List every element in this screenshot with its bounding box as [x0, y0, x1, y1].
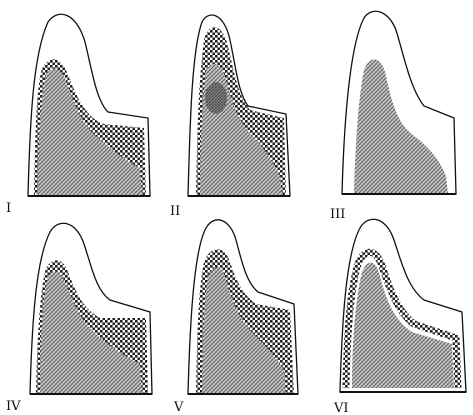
panel-VI-label: VI	[333, 401, 349, 415]
panel-V-label: V	[173, 400, 184, 415]
panel-III-label: III	[330, 207, 345, 222]
panel-I: I	[6, 14, 150, 216]
panel-II-dark-patch	[205, 82, 227, 114]
panel-II-label: II	[170, 204, 180, 219]
panel-IV: IV	[6, 223, 152, 414]
panel-II: II	[170, 15, 290, 219]
panel-I-label: I	[6, 201, 11, 216]
panel-V: V	[173, 220, 298, 415]
panel-IV-label: IV	[6, 399, 21, 414]
panel-III: III	[330, 11, 456, 222]
panel-VI: VI	[333, 219, 466, 415]
